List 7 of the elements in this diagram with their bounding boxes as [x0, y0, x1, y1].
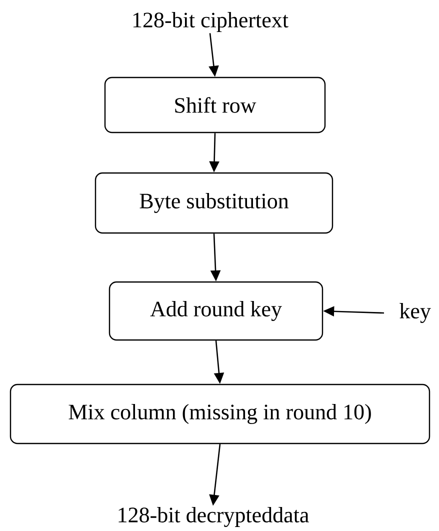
process-box: Byte substitution — [94, 172, 334, 234]
process-box: Shift row — [104, 76, 326, 134]
text-label: 128-bit decrypteddata — [118, 507, 309, 527]
text-label: key — [400, 303, 431, 323]
text-label: 128-bit ciphertext — [133, 12, 288, 32]
process-box: Add round key — [108, 281, 324, 341]
process-box: Mix column (missing in round 10) — [10, 384, 430, 444]
